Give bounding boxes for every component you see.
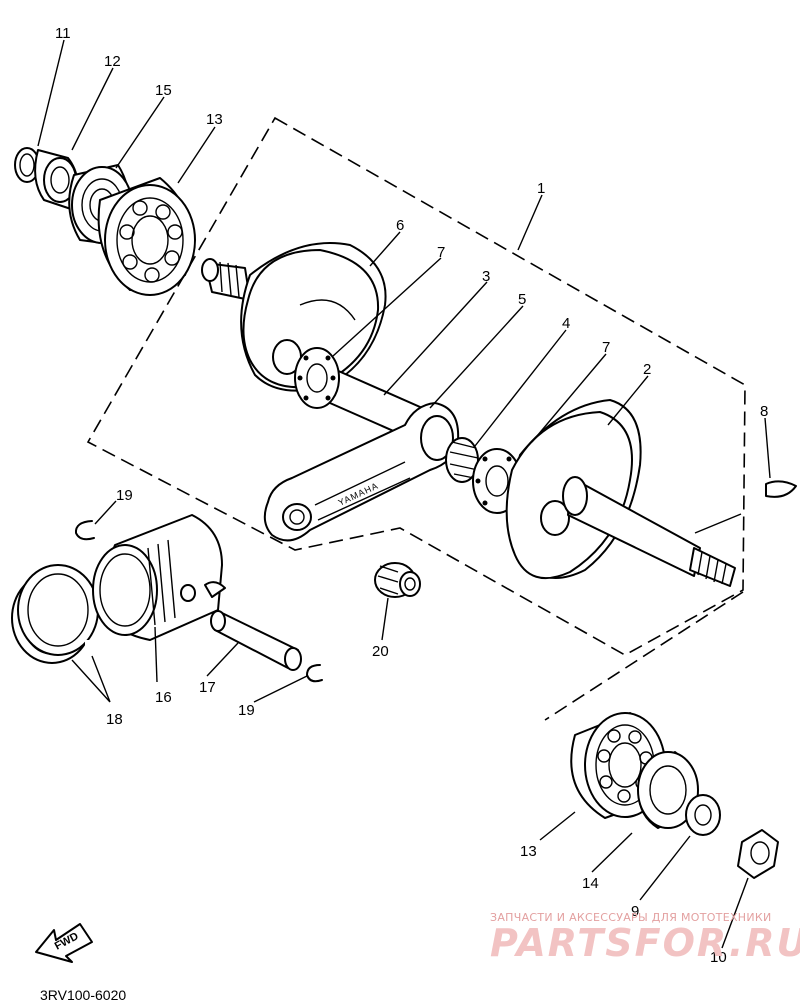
callout-5: 5 — [518, 291, 526, 308]
piston-rings-part-18 — [11, 564, 99, 664]
piston-pin-part-17 — [210, 610, 302, 671]
callout-labels: 11 12 15 13 1 6 7 3 5 4 7 2 8 19 20 17 1… — [55, 25, 768, 966]
leader-lines — [37, 39, 771, 949]
callout-19-lower: 19 — [238, 702, 255, 719]
callout-1: 1 — [537, 180, 545, 197]
circlip-part-19-upper — [74, 520, 95, 541]
piston-part-16 — [92, 514, 226, 641]
small-end-bearing-part-20 — [374, 562, 421, 598]
callout-7-left: 7 — [437, 244, 445, 261]
callout-6: 6 — [396, 217, 404, 234]
washer-part-7-left — [294, 347, 340, 409]
callout-4: 4 — [562, 315, 570, 332]
watermark-brand: PARTSFOR.RU — [490, 921, 800, 965]
callout-20: 20 — [372, 643, 389, 660]
callout-14: 14 — [582, 875, 599, 892]
callout-12: 12 — [104, 53, 121, 70]
washer-part-9 — [685, 794, 721, 836]
callout-10: 10 — [710, 949, 727, 966]
oil-seal-part-14 — [637, 751, 699, 829]
callout-9: 9 — [631, 903, 639, 920]
callout-13-upper: 13 — [206, 111, 223, 128]
callout-3: 3 — [482, 268, 490, 285]
callout-17: 17 — [199, 679, 216, 696]
woodruff-key-part-8 — [765, 480, 797, 498]
fwd-arrow-icon: FWD — [35, 923, 93, 963]
callout-13-lower: 13 — [520, 843, 537, 860]
nut-part-10 — [737, 829, 779, 879]
lower-assembly-boundary — [544, 591, 744, 721]
callout-19-upper: 19 — [116, 487, 133, 504]
callout-15: 15 — [155, 82, 172, 99]
callout-8: 8 — [760, 403, 768, 420]
callout-18: 18 — [106, 711, 123, 728]
circlip-part-19-lower — [306, 664, 323, 683]
connecting-rod-part-5: YAMAHA — [263, 402, 460, 542]
callout-2: 2 — [643, 361, 651, 378]
watermark-tagline: ЗАПЧАСТИ И АКСЕССУАРЫ ДЛЯ МОТОТЕХНИКИ — [490, 911, 772, 924]
callout-11: 11 — [55, 25, 71, 42]
bearing-part-13-upper — [97, 177, 196, 296]
crank-left-half-part-6 — [201, 242, 387, 392]
crank-right-half-part-2 — [505, 399, 736, 587]
assembly-boundary — [86, 116, 746, 656]
callout-7-right: 7 — [602, 339, 610, 356]
diagram-code: 3RV100-6020 — [40, 987, 126, 1003]
callout-16: 16 — [155, 689, 172, 706]
